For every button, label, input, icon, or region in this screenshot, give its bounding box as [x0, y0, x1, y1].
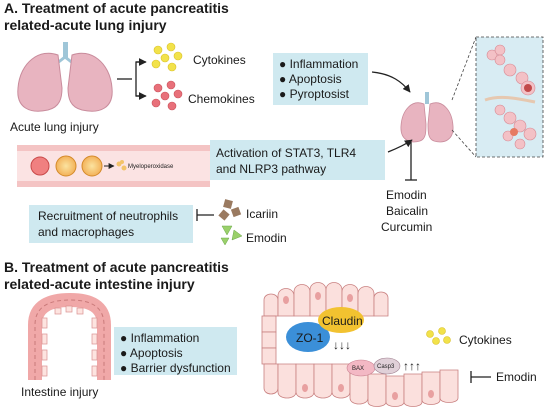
zo1-blob [286, 322, 330, 352]
chemokine-dots [151, 80, 183, 111]
claudin-label: Claudin [322, 314, 363, 328]
effect-b-1: ● Inflammation [120, 331, 199, 345]
section-b-title-line1: B. Treatment of acute pancreatitis [4, 259, 229, 275]
lung-injury-label: Acute lung injury [10, 120, 99, 134]
section-b-title-line2: related-acute intestine injury [4, 276, 195, 292]
recruitment-box [29, 205, 193, 243]
effect-a-3: ● Pyroptosist [279, 87, 350, 101]
cytokine-dots [151, 42, 183, 72]
emodin-label-b: Emodin [496, 370, 537, 384]
chemokines-label: Chemokines [188, 92, 255, 106]
inhibit-to-recruitment [196, 209, 214, 221]
inhibit-drugs-to-pathway [405, 142, 417, 181]
pathway-box [210, 140, 385, 180]
effect-b-3: ● Barrier dysfunction [120, 361, 231, 375]
epithelium-tube [261, 282, 459, 407]
lungs-illustration [17, 42, 113, 112]
emodin-icon-a [220, 225, 243, 246]
bax-casp3-increase: ↑↑↑ [403, 359, 421, 373]
casp3-blob [373, 357, 401, 375]
effect-a-1: ● Inflammation [279, 57, 358, 71]
pathway-line2: and NLRP3 pathway [216, 162, 326, 176]
claudin-blob [318, 307, 364, 333]
section-a-title-line1: A. Treatment of acute pancreatitis [4, 0, 229, 16]
section-a-title-line2: related-acute lung injury [4, 17, 167, 33]
icariin-label: Icariin [246, 207, 278, 221]
pathway-line1: Activation of STAT3, TLR4 [216, 146, 356, 160]
emodin-label-a: Emodin [246, 231, 287, 245]
effects-box-a [273, 53, 368, 105]
effect-b-2: ● Apoptosis [120, 346, 183, 360]
inhibit-emodin-b [470, 371, 491, 383]
zo1-claudin-decrease: ↓↓↓ [333, 338, 351, 352]
arrow-pathway-to-lungs [387, 139, 413, 153]
bax-label: BAX [352, 366, 364, 372]
blood-vessel [17, 145, 210, 187]
zo1-label: ZO-1 [296, 331, 324, 345]
intestine-illustration [28, 292, 111, 380]
small-lungs-illustration [400, 92, 454, 143]
icariin-icon [218, 199, 242, 221]
drug-curcumin: Curcumin [381, 220, 432, 234]
zoom-inset [451, 36, 544, 158]
recruitment-line1: Recruitment of neutrophils [38, 209, 178, 223]
drug-emodin: Emodin [386, 188, 427, 202]
myeloperoxidase-label: Myeloperoxidase [128, 164, 174, 170]
drug-baicalin: Baicalin [386, 204, 428, 218]
branch-arrows [117, 58, 147, 100]
effects-box-b [114, 327, 237, 375]
cytokines-label-b: Cytokines [459, 333, 512, 347]
epithelium-nuclei [283, 292, 434, 400]
effect-a-2: ● Apoptosis [279, 72, 342, 86]
recruitment-line2: and macrophages [38, 225, 134, 239]
cytokine-dots-b [426, 327, 451, 345]
cytokines-label: Cytokines [193, 53, 246, 67]
casp3-label: Casp3 [377, 364, 395, 370]
arrow-effects-to-lungs [371, 71, 411, 93]
intestine-injury-label: Intestine injury [21, 385, 98, 399]
